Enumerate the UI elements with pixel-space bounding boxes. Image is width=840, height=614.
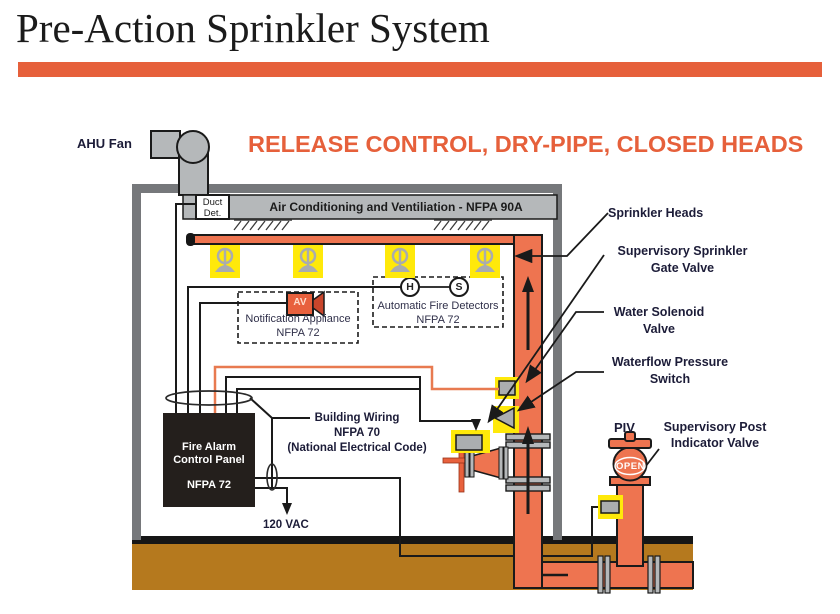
room-walls	[132, 184, 562, 540]
vac-arrow-icon	[282, 503, 292, 515]
branch-pipe-end-cap	[186, 233, 195, 246]
wire-duct-detector	[175, 203, 196, 413]
title-accent-bar	[18, 62, 822, 77]
building-wiring-label: Building Wiring NFPA 70 (National Electr…	[287, 412, 427, 454]
sprinkler-branch-pipe	[190, 234, 516, 245]
gate-valve-icon	[442, 435, 509, 493]
power-label: 120 VAC	[263, 519, 309, 531]
notification-appliance-label: Notification Appliance NFPA 72	[245, 313, 351, 339]
panel-label: Fire Alarm Control Panel	[173, 441, 245, 466]
wire-120vac	[255, 487, 288, 503]
piv-supervisory-switch-icon	[598, 495, 623, 519]
wire-drop-loop-icon	[266, 463, 278, 491]
av-device-label: AV	[293, 296, 307, 308]
sprinkler-head-icon	[470, 245, 500, 278]
piv-pipe-flanges	[597, 555, 661, 594]
wire-fire-detectors	[187, 286, 401, 413]
fire-alarm-control-panel	[163, 413, 255, 507]
heat-detector-label: H	[406, 281, 414, 293]
wire-valve-room	[236, 388, 420, 413]
panel-wiring	[175, 203, 474, 503]
page-title: Pre-Action Sprinkler System	[16, 5, 490, 51]
piv-label: PIV	[614, 420, 635, 435]
water-solenoid-valve-icon	[495, 377, 519, 399]
ahu-fan-icon	[150, 130, 210, 196]
smoke-detector-label: S	[455, 281, 463, 293]
waterflow-label: Waterflow Pressure Switch	[611, 355, 729, 386]
duct-detector-label: Duct Det.	[202, 197, 223, 219]
solenoid-label: Water Solenoid Valve	[613, 305, 705, 336]
fire-detectors-box	[372, 276, 504, 328]
wire-building-riser-drop	[249, 397, 310, 488]
gate-valve-label: Supervisory Sprinkler Gate Valve	[617, 244, 748, 275]
wire-solenoid-orange	[213, 365, 499, 413]
sprinkler-heads-row	[210, 245, 500, 278]
smoke-detector-icon	[449, 277, 469, 297]
duct-detector-box	[195, 194, 230, 220]
panel-nfpa-label: NFPA 72	[186, 479, 231, 491]
sprinkler-head-icon	[385, 245, 415, 278]
riser-flow-arrows	[522, 276, 534, 514]
piv-valve-label: Supervisory Post Indicator Valve	[663, 420, 767, 450]
wire-tamper-switch	[225, 376, 474, 422]
wire-notification-appliance	[199, 302, 287, 413]
pointer-sprinkler-heads	[514, 212, 609, 264]
air-duct-label: Air Conditioning and Ventiliation - NFPA…	[269, 200, 523, 214]
pointer-solenoid	[525, 311, 604, 384]
air-duct-bar	[182, 194, 558, 220]
sprinkler-head-icon	[293, 245, 323, 278]
wire-bundle-loop-icon	[165, 390, 253, 406]
piv-status-label: OPEN	[616, 460, 645, 472]
sprinkler-heads-label: Sprinkler Heads	[608, 206, 704, 220]
ahu-fan-label: AHU Fan	[77, 136, 132, 151]
duct-hanger-hatching	[233, 219, 492, 231]
pointer-gate-valve	[487, 254, 605, 424]
fire-detectors-label: Automatic Fire Detectors NFPA 72	[377, 300, 499, 326]
piv-supervisory-wire	[255, 477, 601, 557]
tamper-wire-arrow-icon	[471, 419, 481, 431]
pointer-waterflow	[516, 371, 604, 412]
gate-valve-tamper-switch-icon	[451, 430, 490, 453]
sprinkler-head-icon	[210, 245, 240, 278]
banner-release-control: RELEASE CONTROL, DRY-PIPE, CLOSED HEADS	[248, 131, 804, 157]
floor-slab	[132, 536, 693, 544]
